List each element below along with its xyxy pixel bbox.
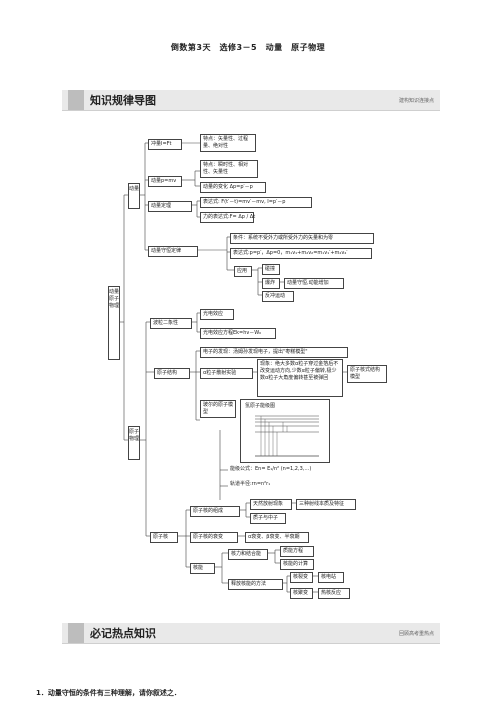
branch-momentum: 动量	[128, 183, 140, 209]
node-electron-discovery: 电子的发现：汤姆孙发现电子，提出"枣糕模型"	[200, 347, 348, 358]
node-nuclear-model: 原子核式结构模型	[347, 365, 387, 383]
section-title: 必记热点知识	[90, 627, 156, 640]
node-release-methods: 释放核能的方法	[228, 579, 283, 590]
node-nuclear-decay: 原子核的衰变	[190, 532, 238, 543]
node-mass-energy: 质能方程	[280, 546, 314, 557]
node-momentum-theorem: 动量定理	[148, 201, 192, 212]
node-fission: 核裂变	[290, 572, 313, 583]
section-subtitle: 回顾高考重热点	[398, 631, 434, 637]
node-photoelectric-eq: 光电效应方程Ek=hν－W₀	[200, 328, 276, 339]
node-fusion: 核聚变	[290, 588, 313, 599]
map-root: 动量 原子物理	[108, 286, 124, 360]
node-theorem-force: 力的表达式:F= Δp / Δt	[200, 212, 255, 223]
node-energy-calculation: 核能的计算	[280, 559, 314, 570]
node-momentum: 动量p=mv	[148, 176, 182, 187]
node-momentum-desc: 特点：瞬时性、相对性、矢量性	[200, 160, 258, 178]
node-decay-types: α衰变、β衰变、半衰期	[245, 532, 309, 543]
node-bohr-model: 玻尔的原子模型	[200, 400, 236, 418]
node-natural-radioactivity: 天然放射现象	[250, 499, 292, 510]
node-explosion-note: 动量守恒,动能增加	[284, 278, 344, 289]
banner-tab	[68, 623, 84, 643]
node-conservation-expression: 表达式:p=p′，Δp=0，m₁v₁+m₂v₂=m₁v₁′+m₂v₂′	[230, 248, 372, 259]
node-conservation-condition: 条件：系统不受外力或所受外力的矢量和为零	[230, 233, 374, 244]
node-nuclear-energy: 核能	[190, 563, 215, 574]
section-banner-key-points: 必记热点知识 回顾高考重热点	[62, 623, 440, 644]
hydrogen-diagram-title: 氢原子能级图	[245, 403, 276, 409]
node-collision: 碰撞	[262, 264, 280, 275]
node-energy-level-formula: 能级公式：En= E₁/n² (n=1,2,3,…)	[228, 465, 324, 474]
banner-tab	[68, 90, 84, 110]
hydrogen-level-diagram: 氢原子能级图	[240, 399, 330, 463]
node-momentum-change: 动量的变化 Δp=p′－p	[200, 182, 266, 193]
node-three-rays: 三种射线本质及特征	[296, 499, 356, 510]
node-atom-structure: 原子结构	[154, 368, 190, 379]
node-explosion: 爆炸	[262, 278, 280, 289]
node-nucleus-composition: 原子核的组成	[190, 506, 240, 517]
node-nucleus: 原子核	[150, 532, 178, 543]
section-banner-knowledge-map: 知识规律导图 建构知识连接点	[62, 90, 440, 111]
node-proton-neutron: 质子与中子	[250, 513, 286, 524]
node-wave-particle: 波粒二象性	[150, 318, 192, 329]
node-impulse-desc: 特点：矢量性、过程量、绝对性	[200, 134, 256, 152]
node-conservation-law: 动量守恒定律	[148, 246, 198, 257]
branch-atomic-physics: 原子物理	[128, 426, 140, 460]
document-title: 倒数第3天 选修3－5 动量 原子物理	[170, 43, 326, 52]
energy-level-lines	[255, 415, 319, 457]
node-power-plant: 核电站	[318, 572, 344, 583]
node-application: 应用	[234, 266, 252, 277]
node-thermonuclear: 热核反应	[318, 588, 350, 599]
node-photoelectric: 光电效应	[200, 309, 234, 320]
section-title: 知识规律导图	[90, 94, 156, 107]
node-binding-energy: 核力和结合能	[228, 549, 268, 560]
node-alpha-phenomena: 现象：绝大多数α粒子穿过金箔后不改变运动方向,少数α粒子偏转,极少数α粒子大角度…	[257, 359, 343, 397]
node-orbit-radius: 轨道半径:rn=n²r₁	[228, 480, 288, 489]
section-subtitle: 建构知识连接点	[398, 98, 434, 104]
node-impulse: 冲量I=Ft	[148, 139, 182, 150]
node-alpha-experiment: α粒子散射实验	[200, 368, 253, 379]
node-recoil: 反冲运动	[262, 291, 294, 302]
node-theorem-expression: 表达式: F(t′－t)=mv′－mv, I=p′－p	[200, 197, 312, 208]
question-1: 1．动量守恒的条件有三种理解，请你叙述之．	[36, 689, 181, 697]
